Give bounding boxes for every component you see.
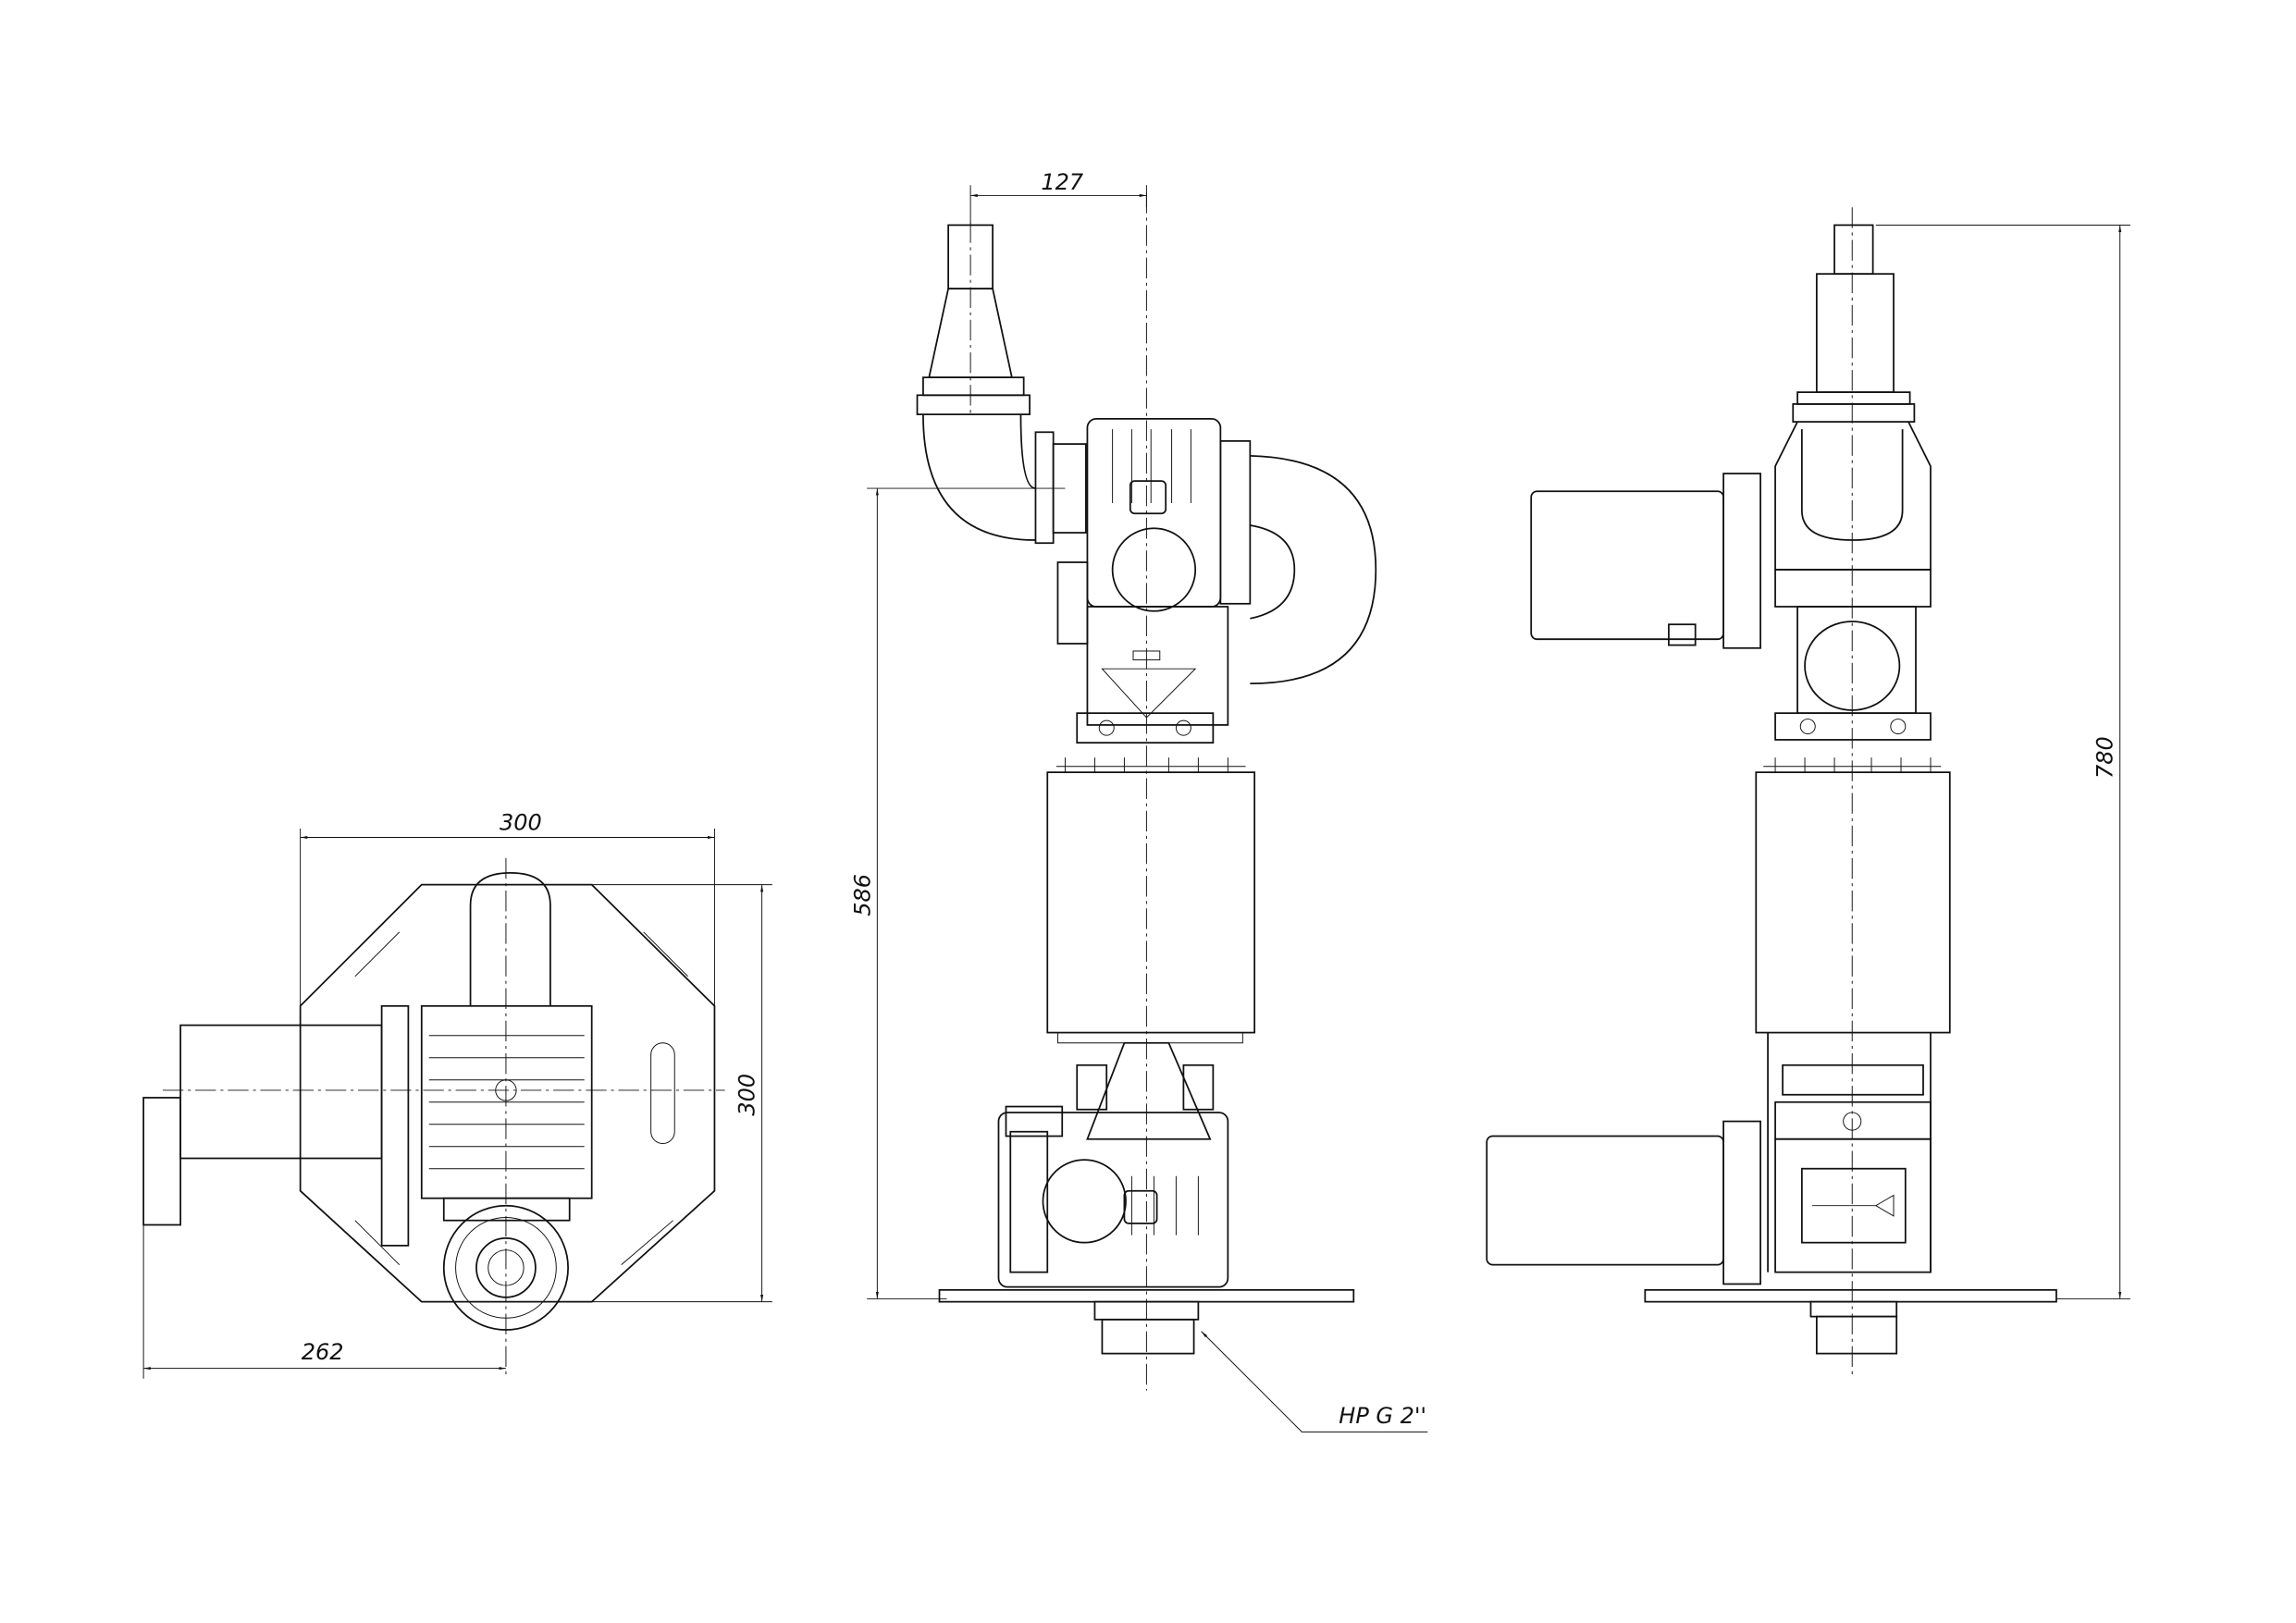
dim-top-width: 300 — [500, 809, 542, 835]
dim-top-offset: 262 — [302, 1339, 344, 1365]
front-view: 127 586 HP G 2'' — [849, 169, 1428, 1432]
dim-top-height: 300 — [734, 1074, 760, 1116]
top-view: 300 300 262 — [142, 809, 772, 1379]
callout-connection: HP G 2'' — [1339, 1403, 1426, 1429]
dim-side-height: 780 — [2092, 736, 2118, 779]
dim-front-offset: 127 — [1041, 169, 1083, 195]
side-view: 780 — [1486, 207, 2130, 1376]
dim-front-height: 586 — [849, 874, 875, 916]
